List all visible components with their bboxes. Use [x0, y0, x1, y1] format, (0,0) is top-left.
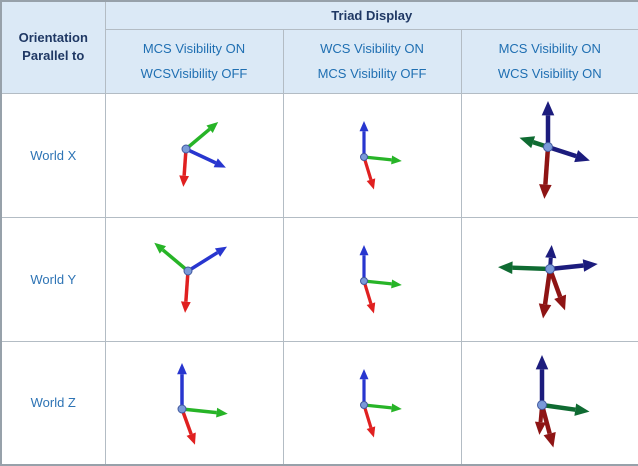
triad-image-world-y-both	[497, 245, 598, 319]
corner-header-line2: Parallel to	[22, 48, 85, 64]
column-header-line2: WCSVisibility OFF	[140, 66, 248, 81]
table-row-world-z: World Z	[0, 340, 638, 466]
group-header-triad-display: Triad Display	[104, 0, 638, 30]
row-label-world-z: World Z	[0, 340, 106, 466]
column-header-line1: MCS Visibility ON	[142, 41, 246, 56]
column-header-mcs-on-wcs-off: MCS Visibility ON WCSVisibility OFF	[104, 28, 284, 94]
triad-image-world-x-mcs	[179, 122, 226, 187]
triad-image-world-x-both	[519, 101, 590, 199]
corner-header-line1: Orientation	[18, 30, 88, 46]
triad-image-world-y-mcs	[154, 242, 228, 313]
triad-image-world-z-wcs	[359, 368, 402, 438]
triad-image-world-y-wcs	[359, 245, 402, 314]
column-header-line1: MCS Visibility ON	[498, 41, 601, 56]
corner-header: Orientation Parallel to	[0, 0, 106, 94]
column-header-wcs-on-mcs-off: WCS Visibility ON MCS Visibility OFF	[282, 28, 462, 94]
column-header-mcs-on-wcs-on: MCS Visibility ON WCS Visibility ON	[460, 28, 638, 94]
triad-image-world-z-both	[534, 354, 590, 448]
column-header-line2: MCS Visibility OFF	[317, 66, 427, 81]
triad-image-world-z-mcs	[177, 362, 228, 445]
row-label-world-y: World Y	[0, 216, 106, 342]
triad-image-world-x-wcs	[359, 121, 402, 190]
column-header-line1: WCS Visibility ON	[320, 41, 424, 56]
table-row-world-x: World X	[0, 92, 638, 218]
table-row-world-y: World Y	[0, 216, 638, 342]
column-header-line2: WCS Visibility ON	[497, 66, 602, 81]
row-label-world-x: World X	[0, 92, 106, 218]
